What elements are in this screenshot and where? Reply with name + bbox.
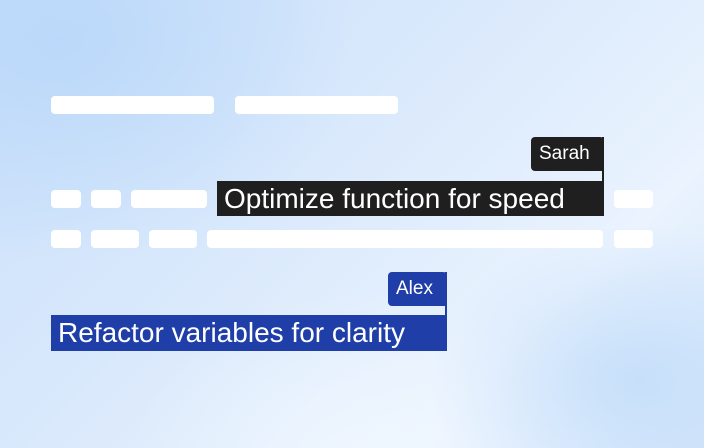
code-placeholder bbox=[51, 96, 214, 114]
code-placeholder bbox=[51, 230, 81, 248]
selected-code-text-sarah[interactable]: Optimize function for speed bbox=[217, 181, 604, 216]
code-placeholder bbox=[51, 190, 81, 208]
collaborator-label-sarah: Sarah bbox=[531, 137, 604, 171]
code-placeholder bbox=[207, 230, 603, 248]
code-placeholder bbox=[614, 190, 653, 208]
collaborator-cursor-alex bbox=[445, 272, 447, 351]
code-placeholder bbox=[235, 96, 398, 114]
code-placeholder bbox=[614, 230, 653, 248]
code-placeholder bbox=[91, 190, 121, 208]
collaborator-label-alex: Alex bbox=[388, 272, 447, 306]
code-placeholder bbox=[131, 190, 207, 208]
code-placeholder bbox=[149, 230, 197, 248]
selected-code-text-alex[interactable]: Refactor variables for clarity bbox=[51, 315, 447, 351]
collaborator-cursor-sarah bbox=[602, 137, 604, 216]
code-placeholder bbox=[91, 230, 139, 248]
